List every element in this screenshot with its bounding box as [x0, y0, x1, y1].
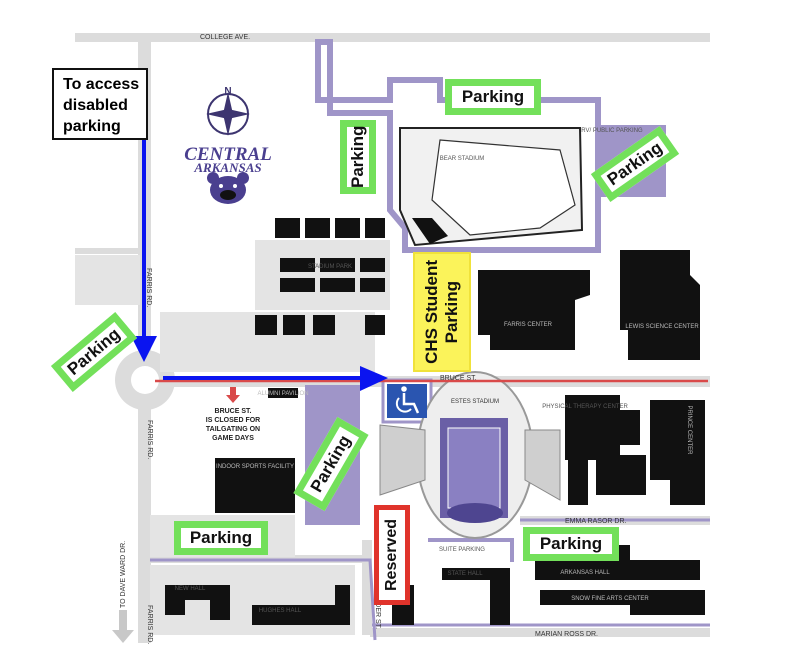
- bldg: [320, 278, 355, 292]
- emma-rasor-label: EMMA RASOR DR.: [565, 518, 627, 525]
- farris-rd-upper-label: FARRIS RD.: [145, 268, 152, 307]
- bear-stadium-dugout: [412, 218, 448, 244]
- alumni-pavilion-bldg: [268, 388, 298, 398]
- bldg: [283, 315, 305, 335]
- estes-west-stands: [379, 424, 426, 496]
- new-hall-bldg: [165, 585, 230, 620]
- farris-center-label: FARRIS CENTER: [504, 322, 553, 328]
- access-disabled-note: To access disabled parking: [52, 68, 148, 140]
- parking-label-bottom-right: Parking: [523, 527, 619, 561]
- notice-line: GAME DAYS: [212, 435, 254, 442]
- bldg: [335, 218, 360, 238]
- dave-ward-label: TO DAVE WARD DR.: [120, 541, 127, 608]
- indoor-sports-bldg: [215, 458, 295, 513]
- estes-endzone-logo: [447, 503, 503, 523]
- physical-therapy-label: PHYSICAL THERAPY CENTER: [542, 404, 628, 410]
- lewis-science-label: LEWIS SCIENCE CENTER: [625, 324, 699, 330]
- snow-fine-arts-label: SNOW FINE ARTS CENTER: [571, 596, 649, 602]
- college-ave-label: COLLEGE AVE.: [200, 34, 250, 41]
- reserved-label: Reserved: [374, 505, 410, 605]
- parking-label-left-stadium: Parking: [340, 120, 376, 194]
- suite-parking-label: SUITE PARKING: [439, 547, 485, 553]
- bear-stadium-boundary: [315, 39, 601, 253]
- hughes-hall-bldg: [252, 585, 350, 625]
- blue-arrow-right-icon: [360, 366, 388, 391]
- state-hall-bldg: [442, 568, 510, 625]
- note-line: parking: [63, 118, 121, 135]
- bldg: [275, 218, 300, 238]
- rv-parking-label: RV/ PUBLIC PARKING: [581, 128, 643, 134]
- access-route: [131, 140, 388, 391]
- parking-label-bottom-left: Parking: [174, 521, 268, 555]
- roundabout-center: [131, 366, 159, 394]
- estes-stadium-label: ESTES STADIUM: [451, 399, 499, 405]
- snow-fine-side-bldg: [568, 430, 588, 505]
- farris-rd-mid-label: FARRIS RD.: [146, 420, 153, 459]
- notice-line: IS CLOSED FOR: [206, 417, 260, 424]
- marian-ross-road: [370, 628, 710, 637]
- alumni-pavilion-label: ALUMNI PAVILION: [257, 391, 308, 397]
- notice-line: TAILGATING ON: [206, 426, 260, 433]
- prince-center-label: PRINCE CENTER: [686, 405, 692, 455]
- lot-left-upper: [75, 255, 140, 305]
- note-line: To access: [63, 76, 140, 93]
- chs-line1: CHS Student: [422, 260, 441, 364]
- farris-center-bldg: [478, 270, 590, 350]
- marian-ross-label: MARIAN ROSS DR.: [535, 631, 598, 638]
- building-labels: BEAR STADIUM STADIUM PARK FARRIS CENTER …: [175, 128, 700, 614]
- buildings: [165, 218, 705, 625]
- bear-stadium-label: BEAR STADIUM: [440, 156, 485, 162]
- bldg: [280, 258, 315, 272]
- bldg: [360, 258, 385, 272]
- bruce-closed-notice: BRUCE ST. IS CLOSED FOR TAILGATING ON GA…: [206, 408, 260, 442]
- bldg: [305, 218, 330, 238]
- lewis-science-bldg: [620, 250, 700, 360]
- snow-fine-arts-bldg: [540, 590, 705, 615]
- bldg: [360, 278, 385, 292]
- bldg: [320, 258, 355, 272]
- bear-mascot-icon: [207, 172, 249, 204]
- bldg: [365, 218, 385, 238]
- notice-line: BRUCE ST.: [215, 408, 252, 415]
- compass-n-label: N: [224, 86, 231, 97]
- logo-central: CENTRAL: [184, 144, 272, 165]
- stadium-park-lot: [255, 240, 390, 310]
- stadium-park-label: STADIUM PARK: [308, 264, 352, 270]
- bruce-st-label: BRUCE ST.: [440, 375, 477, 382]
- indoor-sports-label: INDOOR SPORTS FACILITY: [216, 464, 294, 470]
- college-ave-road: [75, 33, 710, 42]
- chs-line2: Parking: [442, 280, 461, 344]
- sowder-road: [362, 540, 372, 635]
- bldg: [365, 315, 385, 335]
- state-hall-label: STATE HALL: [447, 571, 483, 577]
- arkansas-hall-label: ARKANSAS HALL: [560, 570, 610, 576]
- bldg: [280, 278, 315, 292]
- chs-student-parking-label: CHS Student Parking: [413, 252, 471, 372]
- estes-field-inner: [447, 427, 501, 509]
- bldg: [313, 315, 335, 335]
- hughes-hall-label: HUGHES HALL: [259, 608, 302, 614]
- wheelchair-icon: [387, 384, 427, 418]
- bear-stadium-infield: [431, 139, 576, 236]
- bldg: [255, 315, 277, 335]
- logo-arkansas: ARKANSAS: [193, 160, 261, 175]
- blue-arrow-down-icon: [131, 336, 157, 362]
- left-campus-outline: [150, 558, 377, 641]
- estes-stadium: [379, 371, 561, 539]
- red-down-arrow-icon: [226, 387, 240, 403]
- bldg: [596, 455, 646, 495]
- note-line: disabled: [63, 97, 128, 114]
- new-hall-label: NEW HALL: [175, 586, 206, 592]
- prince-center-bldg: [650, 400, 705, 505]
- gray-down-arrow-icon: [112, 610, 134, 643]
- compass-icon: [206, 92, 250, 136]
- cross-road: [75, 248, 145, 254]
- suite-parking-outline: [428, 538, 514, 562]
- parking-label-top: Parking: [445, 79, 541, 115]
- farris-rd-low-label: FARRIS RD.: [146, 605, 153, 644]
- estes-east-stands: [524, 429, 561, 501]
